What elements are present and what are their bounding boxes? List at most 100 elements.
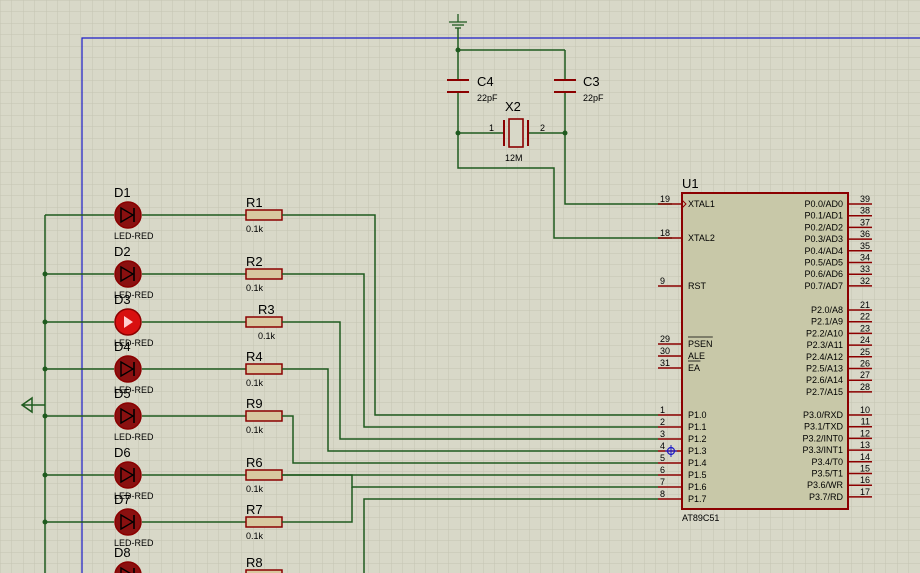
led-d8[interactable]: D8 [114,545,142,573]
pin-number: 14 [860,452,870,462]
pin-name: P2.2/A10 [806,328,843,338]
resistor-r4[interactable]: R40.1k [245,349,283,388]
pin-name: P2.0/A8 [811,305,843,315]
pin-number: 23 [860,323,870,333]
pin-name: P0.1/AD1 [804,211,843,221]
pin-name: P1.0 [688,410,707,420]
power-terminal[interactable] [20,396,33,414]
resistor-r8[interactable]: R8 [245,555,283,573]
resistor-ref: R8 [246,555,263,570]
pin-name: P0.5/AD5 [804,258,843,268]
pin-number: 11 [861,417,870,427]
led-value: LED-RED [114,538,154,548]
junction-dot [455,47,461,53]
resistor-ref: R1 [246,195,263,210]
pin-name: P2.1/A9 [811,317,843,327]
capacitor-c3[interactable]: C3 22pF [554,74,604,103]
pin-number: 36 [860,229,870,239]
pin-name: P1.4 [688,458,707,468]
pin-number: 19 [660,194,670,204]
pin-number: 18 [660,228,670,238]
pin-number: 5 [660,453,665,463]
resistor-r7[interactable]: R70.1k [245,502,283,541]
pin-name: P1.6 [688,482,707,492]
led-value: LED-RED [114,385,154,395]
capacitor-c4[interactable]: C4 22pF [447,74,498,103]
led-ref: D3 [114,292,131,307]
pin-name: P3.2/INT0 [802,433,843,443]
resistor-r9[interactable]: R90.1k [245,396,283,435]
p1-wire [282,273,658,428]
pin-name: P1.1 [688,422,707,432]
led-value: LED-RED [114,290,154,300]
resistor-ref: R9 [246,396,263,411]
crystal-x2[interactable]: X2 12M 1 2 [489,99,545,163]
pin-name: PSEN [688,339,713,349]
pin-number: 38 [860,206,870,216]
mcu-right-pins: 39P0.0/AD038P0.1/AD137P0.2/AD236P0.3/AD3… [802,194,872,502]
pin-name: P3.1/TXD [804,422,844,432]
ground-symbol[interactable] [449,14,467,50]
resistor-r3[interactable]: R30.1k [245,302,283,341]
pin-number: 32 [860,276,870,286]
resistor-value: 0.1k [258,331,276,341]
pin-number: 7 [660,477,665,487]
pin-name: P2.4/A12 [806,352,843,362]
resistor-value: 0.1k [246,224,264,234]
pin-number: 35 [860,241,870,251]
pin-name: P1.7 [688,494,707,504]
pin-number: 4 [660,441,665,451]
pin-name: XTAL1 [688,199,715,209]
pin-number: 21 [860,300,870,310]
pin-number: 2 [660,417,665,427]
